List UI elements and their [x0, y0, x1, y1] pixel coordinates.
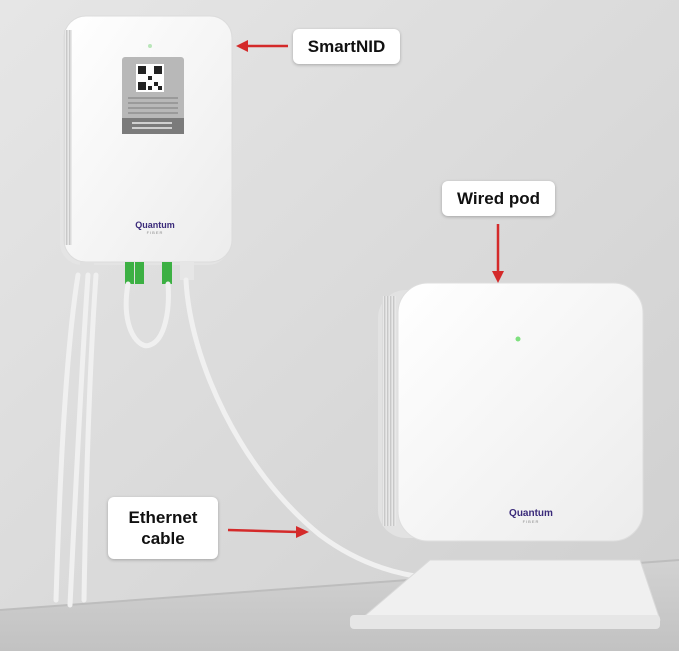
wired-pod-device — [350, 282, 661, 629]
smartnid-logo-text: Quantum — [135, 220, 175, 230]
pod-logo: Quantum FIBER — [503, 508, 559, 524]
wired-pod-label-text: Wired pod — [457, 189, 540, 208]
ethernet-cable-label: Ethernet cable — [108, 497, 218, 559]
pod-logo-sub: FIBER — [522, 519, 540, 524]
smartnid-label: SmartNID — [293, 29, 400, 64]
arrow-down-icon — [492, 224, 504, 283]
wired-pod-label: Wired pod — [442, 181, 555, 216]
smartnid-label-text: SmartNID — [307, 37, 386, 56]
annotation-arrows — [227, 40, 504, 538]
smartnid-device — [60, 15, 233, 265]
smartnid-connectors — [80, 262, 194, 284]
smartnid-logo-sub: FIBER — [146, 230, 164, 235]
cables — [53, 272, 433, 608]
qr-code-icon — [136, 64, 164, 92]
ethernet-label-line1: Ethernet — [128, 508, 198, 527]
arrow-right-icon — [227, 526, 309, 538]
arrow-left-icon — [236, 40, 288, 52]
pod-logo-text: Quantum — [509, 508, 553, 519]
ethernet-label-line2: cable — [141, 529, 185, 548]
smartnid-logo: Quantum FIBER — [130, 220, 180, 235]
